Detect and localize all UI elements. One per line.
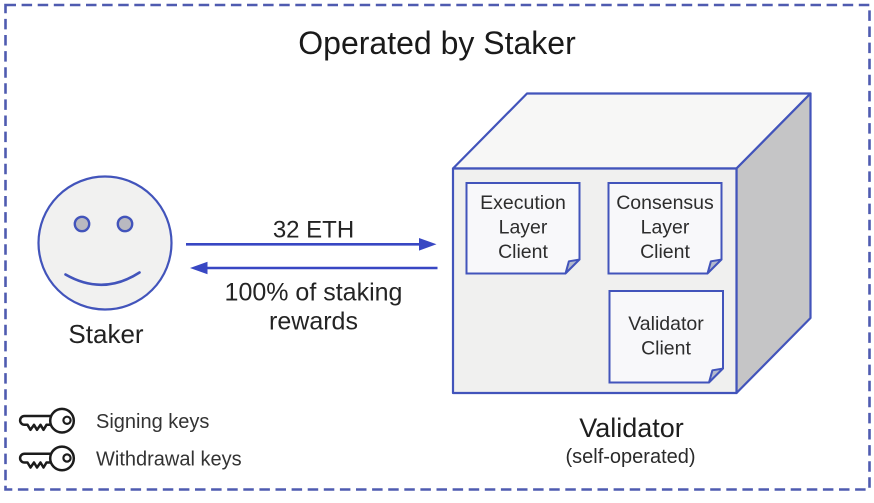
svg-text:Client: Client — [641, 338, 691, 360]
svg-text:Withdrawal keys: Withdrawal keys — [96, 449, 242, 471]
svg-text:100% of staking: 100% of staking — [225, 279, 403, 307]
svg-text:rewards: rewards — [269, 308, 358, 336]
svg-text:(self-operated): (self-operated) — [565, 446, 695, 468]
svg-text:Validator: Validator — [628, 313, 704, 335]
svg-text:Layer: Layer — [641, 217, 690, 239]
svg-text:Operated by Staker: Operated by Staker — [298, 25, 576, 61]
svg-text:Layer: Layer — [499, 217, 548, 239]
svg-text:Validator: Validator — [579, 413, 684, 443]
svg-text:Staker: Staker — [68, 319, 143, 349]
svg-text:Signing keys: Signing keys — [96, 411, 209, 433]
svg-text:32 ETH: 32 ETH — [273, 217, 354, 244]
svg-text:Consensus: Consensus — [616, 192, 714, 214]
svg-text:Client: Client — [498, 241, 548, 263]
svg-text:Execution: Execution — [480, 192, 566, 214]
svg-text:Client: Client — [640, 241, 690, 263]
